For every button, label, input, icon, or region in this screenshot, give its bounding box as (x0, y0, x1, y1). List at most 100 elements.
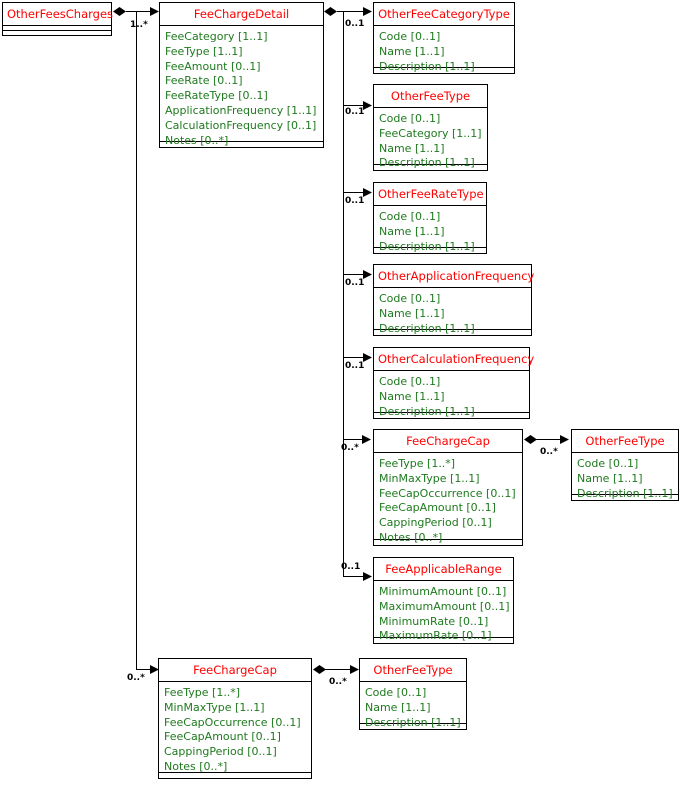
attribute: FeeCapOccurrence [0..1] (164, 715, 301, 729)
attribute: FeeCapAmount [0..1] (379, 501, 496, 515)
attribute: Description [1..1] (379, 321, 475, 335)
arrowhead-cap-to-fee-type (560, 435, 569, 444)
multiplicity-detail-to-fee-charge-cap: 0..* (341, 443, 359, 453)
attribute: FeeRateType [0..1] (165, 89, 268, 103)
class-box-other-application-frequency[interactable]: OtherApplicationFrequency Code [0..1] Na… (373, 264, 534, 336)
class-box-other-calculation-frequency[interactable]: OtherCalculationFrequency Code [0..1] Na… (373, 347, 534, 419)
attribute: Code [0..1] (379, 30, 441, 43)
arrowhead-detail-to-fee-applicable-range (363, 572, 372, 581)
attribute: Name [1..1] (379, 141, 445, 155)
attribute: Description [1..1] (379, 59, 475, 73)
class-name-other-fee-category-type: OtherFeeCategoryType (374, 3, 514, 26)
class-attributes-other-fee-rate-type: Code [0..1] Name [1..1] Description [1..… (374, 206, 486, 253)
composition-diamond-bottom-cap-to-fee-type (313, 665, 326, 674)
class-attributes-fee-applicable-range: MinimumAmount [0..1] MaximumAmount [0..1… (374, 581, 513, 642)
attribute: FeeType [1..*] (379, 457, 456, 470)
class-box-other-fee-type-1[interactable]: OtherFeeType Code [0..1] FeeCategory [1.… (373, 84, 488, 171)
multiplicity-detail-to-fee-applicable-range: 0..1 (341, 562, 361, 572)
class-box-other-fees-charges[interactable]: OtherFeesCharges (2, 2, 113, 36)
attribute: Name [1..1] (379, 389, 445, 403)
class-name-fee-charge-cap-bottom: FeeChargeCap (159, 659, 311, 682)
class-attributes-other-fee-type-2: Code [0..1] Name [1..1] Description [1..… (572, 453, 678, 500)
class-attributes-other-calculation-frequency: Code [0..1] Name [1..1] Description [1..… (374, 371, 529, 418)
multiplicity-detail-to-application-frequency: 0..1 (345, 278, 365, 288)
class-name-other-application-frequency: OtherApplicationFrequency (374, 265, 534, 288)
multiplicity-cap-to-fee-type: 0..* (540, 447, 558, 457)
attribute: MinimumAmount [0..1] (379, 585, 507, 598)
attribute: Name [1..1] (577, 471, 643, 485)
arrowhead-detail-to-fee-rate-type (363, 188, 372, 197)
class-name-other-fees-charges: OtherFeesCharges (3, 3, 113, 26)
connector-cap-to-fee-type (536, 439, 562, 440)
attribute: Description [1..1] (379, 404, 475, 418)
attribute: Notes [0..*] (379, 530, 443, 544)
attribute: CappingPeriod [0..1] (164, 745, 277, 759)
attribute: FeeCategory [1..1] (379, 126, 482, 140)
class-name-other-fee-type-1: OtherFeeType (374, 85, 487, 108)
class-name-other-fee-rate-type: OtherFeeRateType (374, 183, 486, 206)
arrowhead-detail-to-fee-charge-cap (362, 435, 371, 444)
attribute: Notes [0..*] (165, 133, 229, 147)
connector-bottom-cap-to-fee-type (325, 669, 352, 670)
class-attributes-fee-charge-cap-bottom: FeeType [1..*] MinMaxType [1..1] FeeCapO… (159, 682, 311, 773)
class-attributes-compartment-empty (3, 26, 111, 31)
class-box-fee-applicable-range[interactable]: FeeApplicableRange MinimumAmount [0..1] … (373, 557, 514, 644)
connector-fees-to-detail (126, 11, 152, 12)
multiplicity-bottom-cap-to-fee-type: 0..* (329, 677, 347, 687)
attribute: FeeCapAmount [0..1] (164, 730, 281, 744)
class-name-other-fee-type-2: OtherFeeType (572, 430, 678, 453)
class-attributes-other-application-frequency: Code [0..1] Name [1..1] Description [1..… (374, 288, 531, 335)
connector-detail-to-fee-charge-cap (343, 439, 365, 440)
attribute: Code [0..1] (379, 112, 441, 125)
attribute: Description [1..1] (365, 715, 461, 729)
class-box-other-fee-type-2[interactable]: OtherFeeType Code [0..1] Name [1..1] Des… (571, 429, 679, 501)
class-name-other-fee-type-3: OtherFeeType (360, 659, 466, 682)
attribute: FeeCategory [1..1] (165, 30, 268, 43)
attribute: FeeType [1..1] (165, 44, 243, 58)
attribute: FeeType [1..*] (164, 686, 241, 699)
attribute: MinMaxType [1..1] (164, 700, 265, 714)
class-box-other-fee-type-3[interactable]: OtherFeeType Code [0..1] Name [1..1] Des… (359, 658, 467, 730)
multiplicity-fees-to-bottom-cap: 0..* (127, 673, 145, 683)
attribute: FeeRate [0..1] (165, 74, 243, 88)
arrowhead-detail-to-application-frequency (363, 270, 372, 279)
multiplicity-fees-to-detail: 1..* (130, 20, 148, 30)
class-attributes-other-fee-type-1: Code [0..1] FeeCategory [1..1] Name [1..… (374, 108, 487, 169)
arrowhead-bottom-cap-to-fee-type (350, 665, 359, 674)
attribute: Description [1..1] (379, 156, 475, 170)
class-name-fee-charge-detail: FeeChargeDetail (160, 3, 323, 26)
class-attributes-other-fee-type-3: Code [0..1] Name [1..1] Description [1..… (360, 682, 466, 729)
attribute: MinMaxType [1..1] (379, 471, 480, 485)
class-box-other-fee-rate-type[interactable]: OtherFeeRateType Code [0..1] Name [1..1]… (373, 182, 487, 254)
attribute: Code [0..1] (379, 210, 441, 223)
class-name-fee-charge-cap-mid: FeeChargeCap (374, 430, 522, 453)
attribute: Name [1..1] (379, 224, 445, 238)
arrowhead-detail-to-fee-type (363, 101, 372, 110)
class-attributes-other-fee-category-type: Code [0..1] Name [1..1] Description [1..… (374, 26, 514, 73)
arrowhead-fees-to-bottom-cap (150, 665, 159, 674)
connector-detail-trunk-vertical (343, 11, 344, 577)
attribute: Code [0..1] (365, 686, 427, 699)
class-box-other-fee-category-type[interactable]: OtherFeeCategoryType Code [0..1] Name [1… (373, 2, 515, 74)
attribute: Code [0..1] (577, 457, 639, 470)
attribute: FeeCapOccurrence [0..1] (379, 486, 516, 500)
connector-detail-to-application-frequency (343, 274, 367, 275)
arrowhead-fees-to-detail (150, 7, 159, 16)
multiplicity-detail-to-fee-rate-type: 0..1 (345, 196, 365, 206)
class-box-fee-charge-detail[interactable]: FeeChargeDetail FeeCategory [1..1] FeeTy… (159, 2, 324, 148)
attribute: CappingPeriod [0..1] (379, 516, 492, 530)
attribute: Notes [0..*] (164, 759, 228, 773)
class-box-fee-charge-cap-mid[interactable]: FeeChargeCap FeeType [1..*] MinMaxType [… (373, 429, 523, 546)
attribute: MinimumRate [0..1] (379, 614, 489, 628)
composition-diamond-detail (324, 7, 337, 16)
attribute: ApplicationFrequency [1..1] (165, 103, 317, 117)
attribute: CalculationFrequency [0..1] (165, 118, 317, 132)
class-box-fee-charge-cap-bottom[interactable]: FeeChargeCap FeeType [1..*] MinMaxType [… (158, 658, 312, 779)
attribute: Name [1..1] (379, 306, 445, 320)
connector-detail-to-calculation-frequency (343, 357, 367, 358)
class-name-other-calculation-frequency: OtherCalculationFrequency (374, 348, 534, 371)
class-operations-compartment-empty (3, 31, 111, 35)
attribute: MaximumAmount [0..1] (379, 599, 510, 613)
attribute: Description [1..1] (577, 486, 673, 500)
connector-fees-trunk-vertical (136, 11, 137, 670)
